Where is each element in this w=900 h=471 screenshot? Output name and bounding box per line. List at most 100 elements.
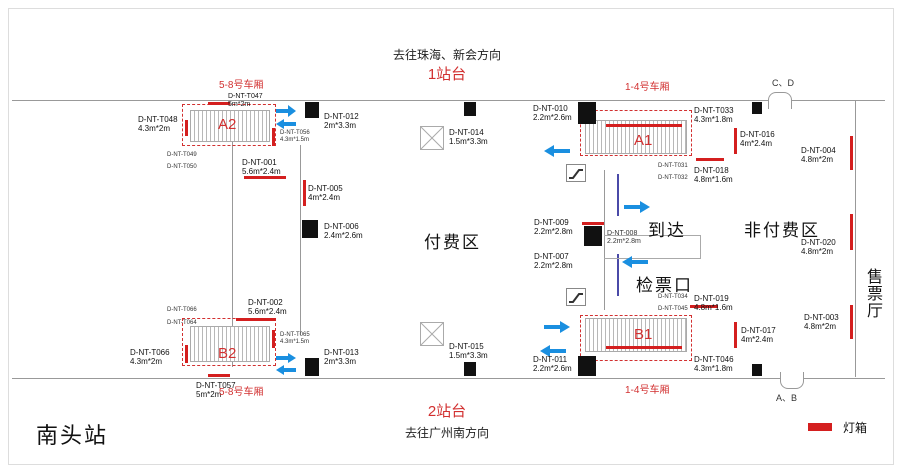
car-label-right-bottom: 1-4号车厢 [625, 385, 670, 396]
escalator-icon [566, 288, 586, 306]
lightbox-016 [734, 128, 737, 154]
arrival-label: 到达 [648, 221, 686, 240]
label-013: D-NT-013 2m*3.3m [324, 348, 359, 366]
exit-cd-box [752, 102, 762, 114]
stair-a1-label: A1 [634, 132, 653, 149]
lightbox-002 [236, 318, 276, 321]
stair-b2-label: B2 [218, 345, 237, 362]
label-004: D-NT-004 4.8m*2m [801, 146, 836, 164]
exit-cd-door [768, 92, 792, 109]
paid-boundary-inner [300, 145, 301, 335]
lightbox-011 [578, 356, 596, 376]
label-009: D-NT-009 2.2m*2.8m [534, 218, 573, 236]
label-t047: D-NT-T047 5m*2m [228, 93, 263, 108]
exit-ab: A、B [776, 393, 798, 403]
label-010: D-NT-010 2.2m*2.6m [533, 104, 572, 122]
arrow-icon [622, 255, 648, 273]
lightbox-015 [464, 362, 476, 376]
platform-1: 1站台 [427, 66, 467, 83]
column-015 [420, 322, 444, 346]
arrow-icon [540, 344, 566, 362]
car-label-left-bottom: 5-8号车厢 [219, 387, 264, 398]
label-t031: D-NT-T031 [658, 163, 688, 169]
gate-wall [604, 170, 605, 310]
stair-b2-outline [182, 318, 276, 366]
arrow-icon [544, 144, 570, 162]
label-t066: D-NT-T066 4.3m*2m [130, 348, 170, 366]
label-019: D-NT-019 4.8m*1.6m [694, 294, 733, 312]
label-020: D-NT-020 4.8m*2m [801, 238, 836, 256]
exit-ab-door [780, 372, 804, 389]
lightbox-009 [584, 226, 602, 246]
lightbox-t065 [272, 330, 275, 348]
gate-label: 检票口 [636, 276, 693, 295]
lightbox-014 [464, 102, 476, 116]
lightbox-010 [578, 102, 596, 124]
lightbox-t066 [185, 345, 188, 363]
concourse-outline [12, 100, 885, 379]
lightbox-019 [690, 305, 718, 308]
column-014 [420, 126, 444, 150]
lightbox-001 [244, 176, 286, 179]
exit-ab-box [752, 364, 762, 376]
stair-b2 [190, 326, 270, 362]
gate-box [604, 235, 701, 259]
stair-b1-outline [580, 315, 692, 361]
lightbox-t056 [272, 128, 275, 146]
gate-line-lower [617, 254, 619, 296]
platform-2: 2站台 [427, 403, 467, 420]
label-t033: D-NT-T033 4.3m*1.8m [694, 106, 734, 124]
stair-a2-label: A2 [218, 116, 237, 133]
label-002: D-NT-002 5.6m*2.4m [248, 298, 287, 316]
label-t056: D-NT-T056 4.3m*1.5m [280, 130, 310, 143]
label-t066-small: D-NT-T066 [167, 307, 197, 313]
label-001: D-NT-001 5.6m*2.4m [242, 158, 281, 176]
bottom-direction: 去往广州南方向 [404, 426, 490, 440]
label-t057: D-NT-T057 5m*2m [196, 381, 236, 399]
label-t045: D-NT-T045 [658, 306, 688, 312]
lightbox-t033 [606, 124, 682, 127]
label-t049: D-NT-T049 [167, 152, 197, 158]
lightbox-012 [305, 102, 319, 118]
lightbox-t048 [185, 120, 188, 136]
label-017: D-NT-017 4m*2.4m [741, 326, 776, 344]
label-t064: D-NT-T064 [167, 320, 197, 326]
lightbox-009-bar [582, 222, 604, 225]
gate-line-upper [617, 174, 619, 216]
car-label-left-top: 5-8号车厢 [219, 80, 264, 91]
top-direction: 去往珠海、新会方向 [392, 48, 502, 62]
label-007: D-NT-007 2.2m*2.8m [534, 252, 573, 270]
stair-b1-label: B1 [634, 326, 653, 343]
stair-a2 [190, 110, 270, 142]
lightbox-t047 [208, 102, 230, 105]
lightbox-013 [305, 358, 319, 376]
legend-label: 灯箱 [843, 421, 868, 435]
arrow-icon [276, 362, 296, 380]
label-006: D-NT-006 2.4m*2.6m [324, 222, 363, 240]
arrow-icon [276, 104, 296, 122]
label-018: D-NT-018 4.8m*1.6m [694, 166, 733, 184]
unpaid-zone-label: 非付费区 [744, 221, 820, 240]
label-t046: D-NT-T046 4.3m*1.8m [694, 355, 734, 373]
lightbox-t046 [606, 346, 682, 349]
lightbox-003 [850, 305, 853, 339]
arrow-icon [624, 200, 650, 218]
station-name: 南头站 [36, 423, 109, 448]
ticket-hall-label: 售票厅 [864, 268, 881, 319]
lightbox-t057 [208, 374, 230, 377]
escalator-icon [566, 164, 586, 182]
diagram-frame [8, 8, 894, 465]
lightbox-020 [850, 214, 853, 250]
lightbox-004 [850, 136, 853, 170]
label-t032: D-NT-T032 [658, 175, 688, 181]
label-005: D-NT-005 4m*2.4m [308, 184, 343, 202]
paid-zone-label: 付费区 [424, 233, 481, 252]
label-008: D-NT-008 2.2m*2.8m [607, 230, 641, 245]
label-016: D-NT-016 4m*2.4m [740, 130, 775, 148]
arrow-icon [276, 350, 296, 368]
legend-swatch [808, 423, 832, 431]
lightbox-018 [696, 158, 724, 161]
lightbox-017 [734, 322, 737, 348]
label-t048: D-NT-T048 4.3m*2m [138, 115, 178, 133]
label-t050: D-NT-T050 [167, 164, 197, 170]
